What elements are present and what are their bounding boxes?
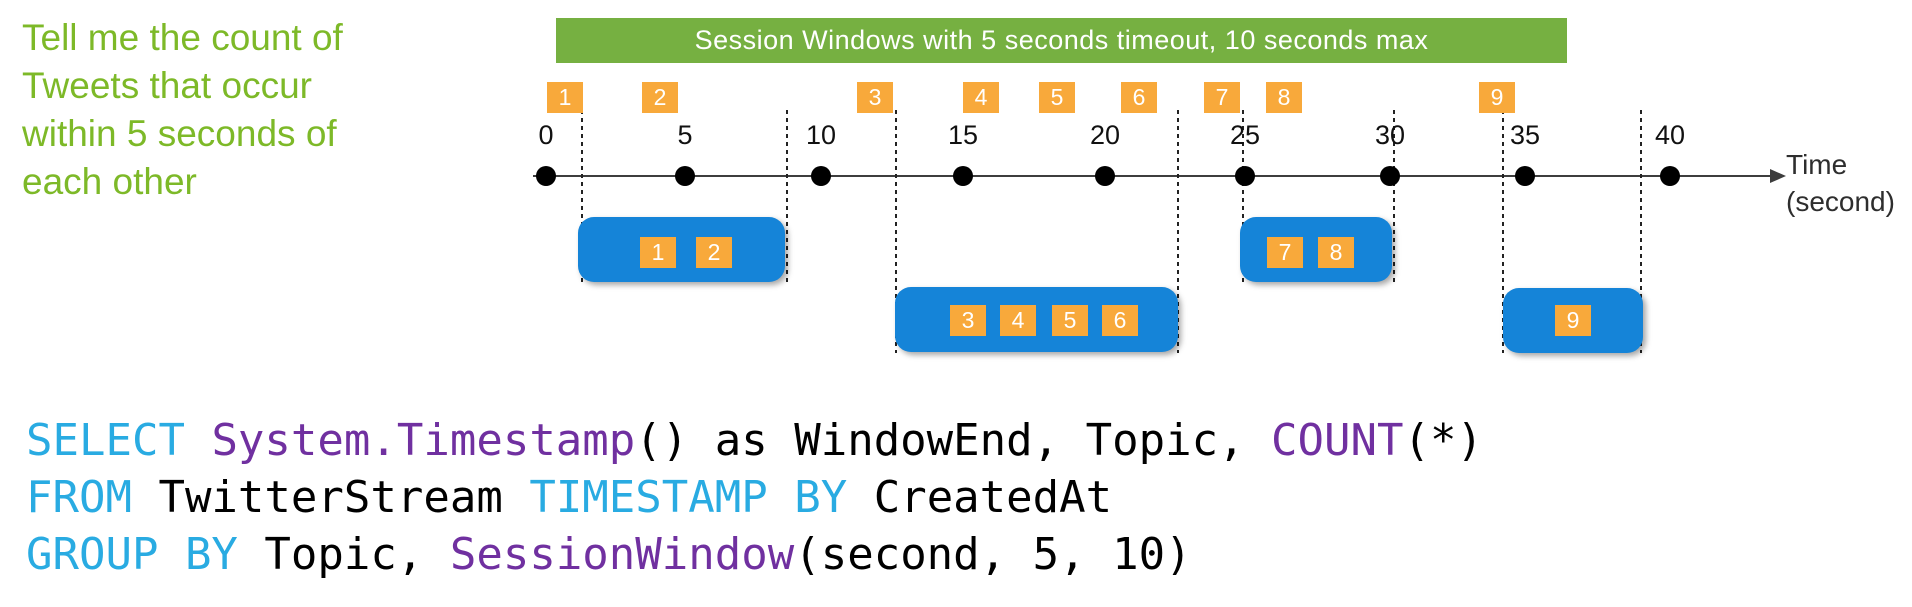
window-event-5: 5 [1052,305,1088,336]
sql-token: SELECT [26,415,212,466]
event-marker-7: 7 [1204,82,1240,113]
window-event-3: 3 [950,305,986,336]
sql-token: COUNT [1271,415,1404,466]
window-event-8: 8 [1318,237,1354,268]
timeline-dot-20 [1095,166,1115,186]
event-marker-9: 9 [1479,82,1515,113]
session-window-banner: Session Windows with 5 seconds timeout, … [556,18,1567,63]
timeline-dot-10 [811,166,831,186]
session-boundary-line [786,110,788,285]
event-marker-8: 8 [1266,82,1302,113]
sql-token: System.Timestamp [211,415,636,466]
session-window-4: 9 [1503,288,1643,353]
window-event-7: 7 [1267,237,1303,268]
tick-label-0: 0 [538,120,554,150]
event-marker-6: 6 [1121,82,1157,113]
window-event-1: 1 [640,237,676,268]
sql-token: FROM [26,472,159,523]
session-boundary-line [1177,110,1179,353]
sql-token: (*) [1403,415,1483,466]
sql-token: Topic, [264,529,450,580]
sql-line-2: FROM TwitterStream TIMESTAMP BY CreatedA… [26,469,1483,526]
session-boundary-line [1640,110,1642,353]
tick-label-20: 20 [1089,120,1121,150]
window-event-4: 4 [1000,305,1036,336]
session-boundary-line [895,110,897,353]
session-boundary-line [1393,110,1395,283]
sql-line-3: GROUP BY Topic, SessionWindow(second, 5,… [26,526,1483,583]
session-boundary-line [1502,110,1504,353]
timeline-dot-40 [1660,166,1680,186]
tick-label-5: 5 [677,120,693,150]
tick-label-15: 15 [947,120,979,150]
time-axis-label-line2: (second) [1786,186,1895,217]
tick-label-40: 40 [1654,120,1686,150]
tick-label-25: 25 [1229,120,1261,150]
tick-label-10: 10 [805,120,837,150]
event-marker-2: 2 [642,82,678,113]
question-text: Tell me the count of Tweets that occur w… [22,17,343,202]
sql-line-1: SELECT System.Timestamp() as WindowEnd, … [26,412,1483,469]
sql-token: () as WindowEnd, Topic, [635,415,1272,466]
sql-token: SessionWindow [449,529,795,580]
timeline-dot-0 [536,166,556,186]
event-marker-5: 5 [1039,82,1075,113]
session-boundary-line [581,110,583,283]
window-event-2: 2 [696,237,732,268]
sql-token: TIMESTAMP BY [529,472,848,523]
window-event-6: 6 [1102,305,1138,336]
timeline-dot-30 [1380,166,1400,186]
event-marker-4: 4 [963,82,999,113]
event-marker-1: 1 [547,82,583,113]
event-marker-3: 3 [857,82,893,113]
tick-label-35: 35 [1509,120,1541,150]
window-event-9: 9 [1555,305,1591,336]
time-axis-label-line1: Time [1786,149,1848,180]
timeline-dot-5 [675,166,695,186]
sql-token: (second, 5, 10) [794,529,1192,580]
session-boundary-line [1242,110,1244,283]
timeline-dot-15 [953,166,973,186]
sql-token: TwitterStream [158,472,530,523]
time-axis-label: Time (second) [1786,146,1895,220]
timeline-dot-25 [1235,166,1255,186]
sql-token: CreatedAt [847,472,1113,523]
tick-label-30: 30 [1374,120,1406,150]
timeline-dot-35 [1515,166,1535,186]
sql-token: GROUP BY [26,529,265,580]
time-axis-arrowhead-icon [1770,169,1786,183]
sql-query: SELECT System.Timestamp() as WindowEnd, … [26,412,1483,583]
time-axis-line [533,175,1773,177]
